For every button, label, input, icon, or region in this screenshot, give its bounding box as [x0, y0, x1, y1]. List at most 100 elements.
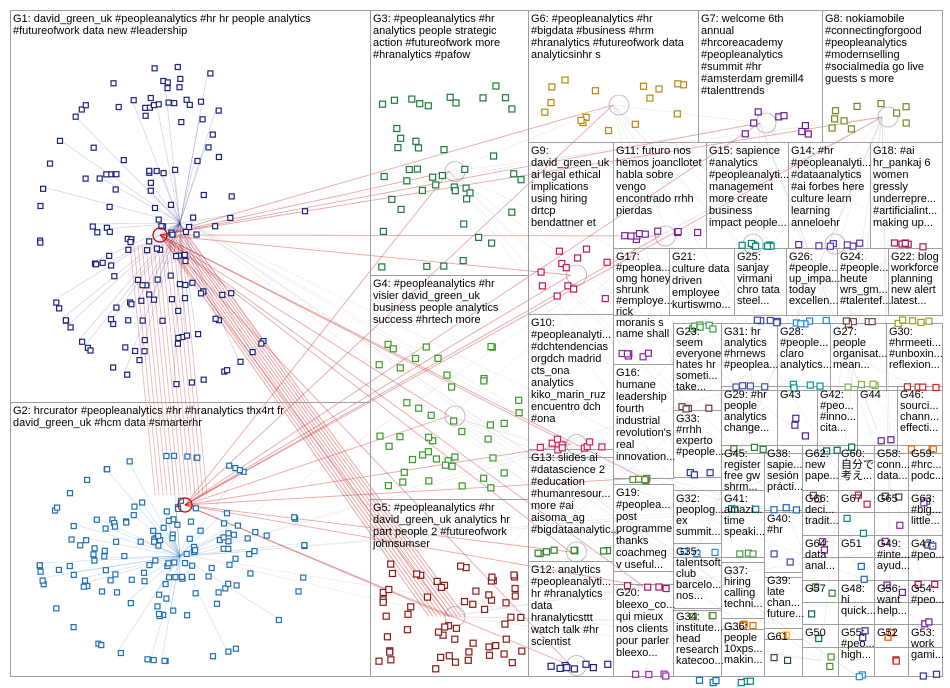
node-g1-104 [38, 204, 43, 209]
node-g4-39 [426, 434, 432, 440]
node-g25-4 [774, 320, 780, 326]
group-label-g15-line-5: business [709, 205, 753, 217]
node-g3-26 [509, 209, 515, 215]
node-g5-22 [458, 563, 464, 569]
node-g2-28 [252, 549, 257, 554]
node-g1-47 [177, 282, 182, 287]
edge-g2-g3 [185, 172, 449, 506]
node-g13-7 [601, 548, 607, 554]
group-label-g7-line-4: #summit #hr [701, 61, 762, 73]
node-g1-53 [160, 318, 165, 323]
node-g2-63 [40, 578, 45, 583]
node-g2-100 [85, 477, 90, 482]
node-g12-5 [571, 666, 577, 672]
group-label-g51-line-0: G51 [841, 538, 862, 550]
group-label-g12-line-6: scientist [531, 636, 571, 648]
node-g3-41 [379, 264, 385, 270]
node-g2-137 [102, 554, 107, 559]
group-label-g55-line-2: high... [841, 649, 871, 661]
group-label-g15-line-4: more create [709, 193, 768, 205]
node-g1-18 [216, 108, 221, 113]
node-g3-0 [394, 126, 400, 132]
node-g2-72 [171, 608, 176, 613]
node-g1-44 [114, 305, 119, 310]
node-g7-3 [742, 131, 748, 137]
node-g1-109 [225, 368, 230, 373]
node-g3-22 [389, 196, 395, 202]
node-g2-114 [138, 539, 143, 544]
group-label-g30-line-3: reflexion... [889, 359, 940, 371]
group-label-g27-line-3: mean... [833, 359, 870, 371]
node-g1-113 [151, 103, 156, 108]
node-g1-138 [187, 225, 192, 230]
node-g5-57 [436, 629, 442, 635]
node-g9-5 [563, 265, 569, 271]
node-g36-1 [738, 680, 744, 686]
group-label-g3-line-0: G3: #peopleanalytics #hr [373, 13, 495, 25]
group-label-g3-line-2: action #futureofwork more [373, 37, 500, 49]
group-label-g10-line-8: #ona [531, 413, 556, 425]
group-label-g31-line-3: #peoplea... [724, 359, 778, 371]
node-g14-2 [796, 242, 802, 248]
group-label-g24-line-4: #talentef... [840, 295, 891, 307]
node-g19-3 [656, 584, 662, 590]
group-label-g33-line-3: #people... [676, 446, 724, 458]
node-g9-10 [556, 248, 562, 254]
group-label-g15-line-1: #analytics [709, 157, 758, 169]
group-label-g15-line-0: G15: sapience [709, 145, 780, 157]
group-label-g5-line-1: david_green_uk analytics hr [373, 514, 510, 526]
group-label-g13-line-0: G13: slides ai [531, 452, 598, 464]
node-g44-0 [888, 437, 894, 443]
node-g4-30 [376, 362, 382, 368]
node-g4-1 [416, 405, 422, 411]
node-g5-6 [473, 588, 479, 594]
nodes-g40 [771, 551, 793, 565]
group-box-g1 [11, 11, 371, 403]
group-label-g11-line-3: vengo [616, 181, 646, 193]
node-g3-10 [439, 173, 445, 179]
group-label-g19-line-5: coachmeg [616, 547, 667, 559]
node-g2-30 [140, 500, 145, 505]
node-g1-117 [185, 333, 190, 338]
node-g1-75 [147, 292, 152, 297]
node-g50-1 [827, 663, 833, 669]
group-label-g7-line-5: #amsterdam gremill4 [701, 73, 804, 85]
group-label-g11-line-2: habla sobre [616, 169, 674, 181]
node-g2-45 [225, 511, 230, 516]
nodes-g8 [829, 101, 909, 132]
node-g5-13 [462, 599, 468, 605]
group-label-g9-line-6: bendattner et [531, 217, 596, 229]
node-g5-18 [387, 649, 393, 655]
node-g2-99 [94, 517, 99, 522]
node-g5-29 [487, 652, 493, 658]
nodes-g25 [754, 317, 780, 326]
node-g3-33 [467, 190, 473, 196]
node-g4-10 [488, 485, 494, 491]
node-g2-143 [175, 522, 180, 527]
node-g1-25 [194, 232, 199, 237]
group-label-g6-line-1: #bigdata #business #hrm [531, 25, 654, 37]
group-label-g16-line-7: innovation... [616, 451, 675, 463]
node-g43-0 [802, 433, 808, 439]
node-g4-2 [449, 384, 455, 390]
node-g1-102 [208, 71, 213, 76]
nodes-g33 [687, 470, 713, 478]
node-g1-125 [199, 291, 204, 296]
node-g1-8 [126, 247, 131, 252]
node-g1-128 [107, 229, 112, 234]
node-g2-90 [226, 649, 231, 654]
node-g1-26 [116, 105, 121, 110]
node-g1-68 [107, 204, 112, 209]
node-g3-36 [391, 97, 397, 103]
node-g1-85 [183, 283, 188, 288]
node-g3-37 [476, 234, 482, 240]
group-label-g21-line-2: driven [672, 275, 702, 287]
node-g12-3 [583, 661, 589, 667]
node-g53-1 [920, 673, 926, 679]
node-g1-41 [148, 96, 153, 101]
node-g1-123 [165, 86, 170, 91]
node-g6-14 [647, 95, 653, 101]
node-g2-79 [99, 643, 104, 648]
node-g1-91 [128, 240, 133, 245]
node-g5-28 [512, 593, 518, 599]
